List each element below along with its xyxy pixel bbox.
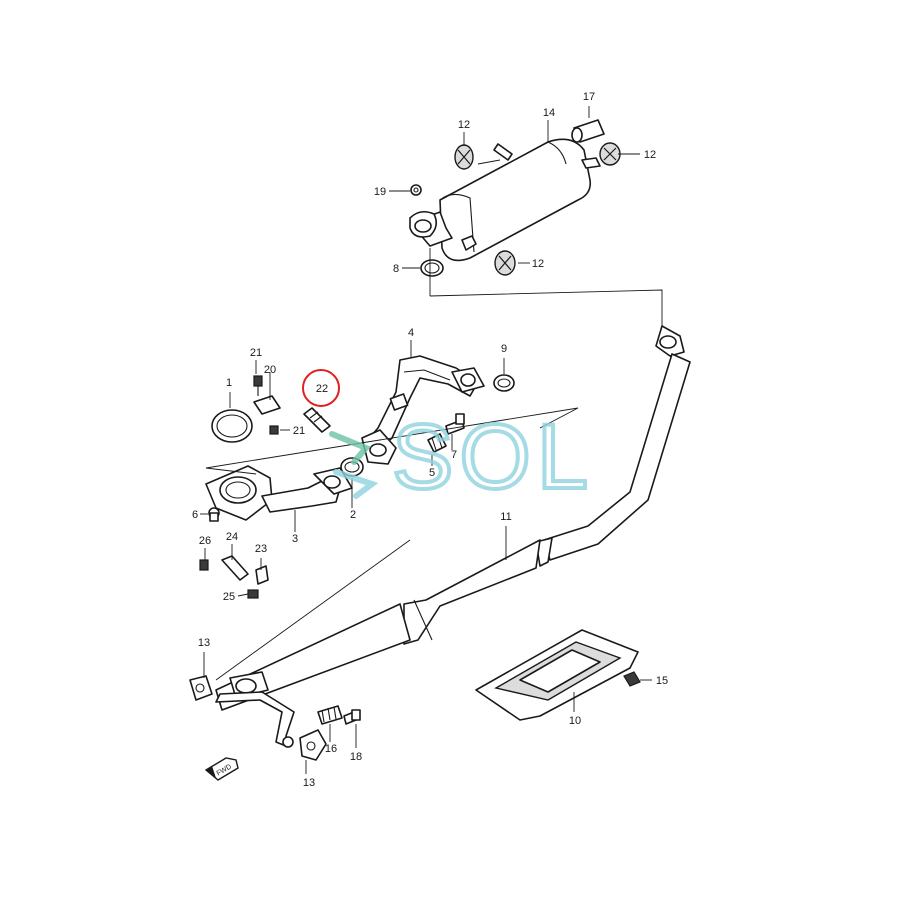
callout-21-lower: 21 (293, 425, 305, 437)
bracket-pipe (215, 691, 295, 748)
callout-23: 23 (255, 543, 267, 555)
spring-16 (317, 705, 343, 725)
watermark-logo: SOL (329, 404, 594, 510)
leader-lines (200, 106, 663, 774)
nut-19 (410, 184, 422, 196)
rubber-mount-12a (454, 144, 474, 170)
callout-24: 24 (226, 531, 238, 543)
callout-5: 5 (429, 467, 435, 479)
rubber-mount-12c (494, 250, 516, 276)
callout-15: 15 (656, 675, 668, 687)
callout-12-right: 12 (644, 149, 656, 161)
bolt-21-lower (269, 425, 279, 435)
callout-12-top: 12 (458, 119, 470, 131)
callout-3: 3 (292, 533, 298, 545)
callout-12-bottom: 12 (532, 258, 544, 270)
rear-muffler-14 (409, 138, 601, 262)
tail-pipe-cover-17 (571, 119, 605, 143)
highlight-circle (302, 369, 340, 407)
callout-19: 19 (374, 186, 386, 198)
callout-13-lower: 13 (303, 777, 315, 789)
gasket-8 (420, 259, 444, 277)
spring-5 (427, 433, 447, 453)
exhaust-pipe-3 (205, 465, 353, 521)
forward-arrow-icon: FWD (204, 757, 239, 781)
callout-22: 22 (316, 383, 328, 395)
bolt-25 (247, 589, 259, 599)
front-pipe-4 (361, 355, 485, 465)
callout-labels: 1 2 3 4 5 6 7 8 9 10 11 12 12 12 13 13 1… (192, 91, 668, 789)
callout-1: 1 (226, 377, 232, 389)
callout-2: 2 (350, 509, 356, 521)
bolt-7 (445, 413, 465, 435)
callout-16: 16 (325, 743, 337, 755)
callout-14: 14 (543, 107, 555, 119)
callout-18: 18 (350, 751, 362, 763)
bolt-23 (255, 565, 269, 585)
callout-13-upper: 13 (198, 637, 210, 649)
callout-7: 7 (451, 449, 457, 461)
bolt-21-upper (253, 375, 263, 396)
callout-11: 11 (500, 511, 511, 523)
bracket-20 (253, 395, 281, 415)
callout-17: 17 (583, 91, 595, 103)
watermark-text: SOL (392, 406, 594, 508)
bolt-26 (199, 559, 209, 571)
nut-15 (623, 671, 641, 687)
gasket-1 (211, 409, 253, 443)
callout-9: 9 (501, 343, 507, 355)
callout-20: 20 (264, 364, 276, 376)
callout-10: 10 (569, 715, 581, 727)
callout-4: 4 (408, 327, 414, 339)
bolt-18 (343, 709, 361, 725)
hanger-13-upper (189, 675, 213, 701)
callout-8: 8 (393, 263, 399, 275)
callout-25: 25 (223, 591, 235, 603)
callout-6: 6 (192, 509, 198, 521)
rubber-mount-12b (599, 142, 621, 166)
gasket-9 (493, 374, 515, 392)
callout-26: 26 (199, 535, 211, 547)
callout-21-upper: 21 (250, 347, 262, 359)
center-pipe-11 (215, 325, 691, 711)
heat-shield-10 (475, 629, 639, 721)
hanger-13-lower (299, 729, 327, 761)
bolt-6 (208, 507, 220, 522)
oxygen-sensor-22 (303, 407, 331, 433)
bracket-24 (221, 555, 249, 581)
